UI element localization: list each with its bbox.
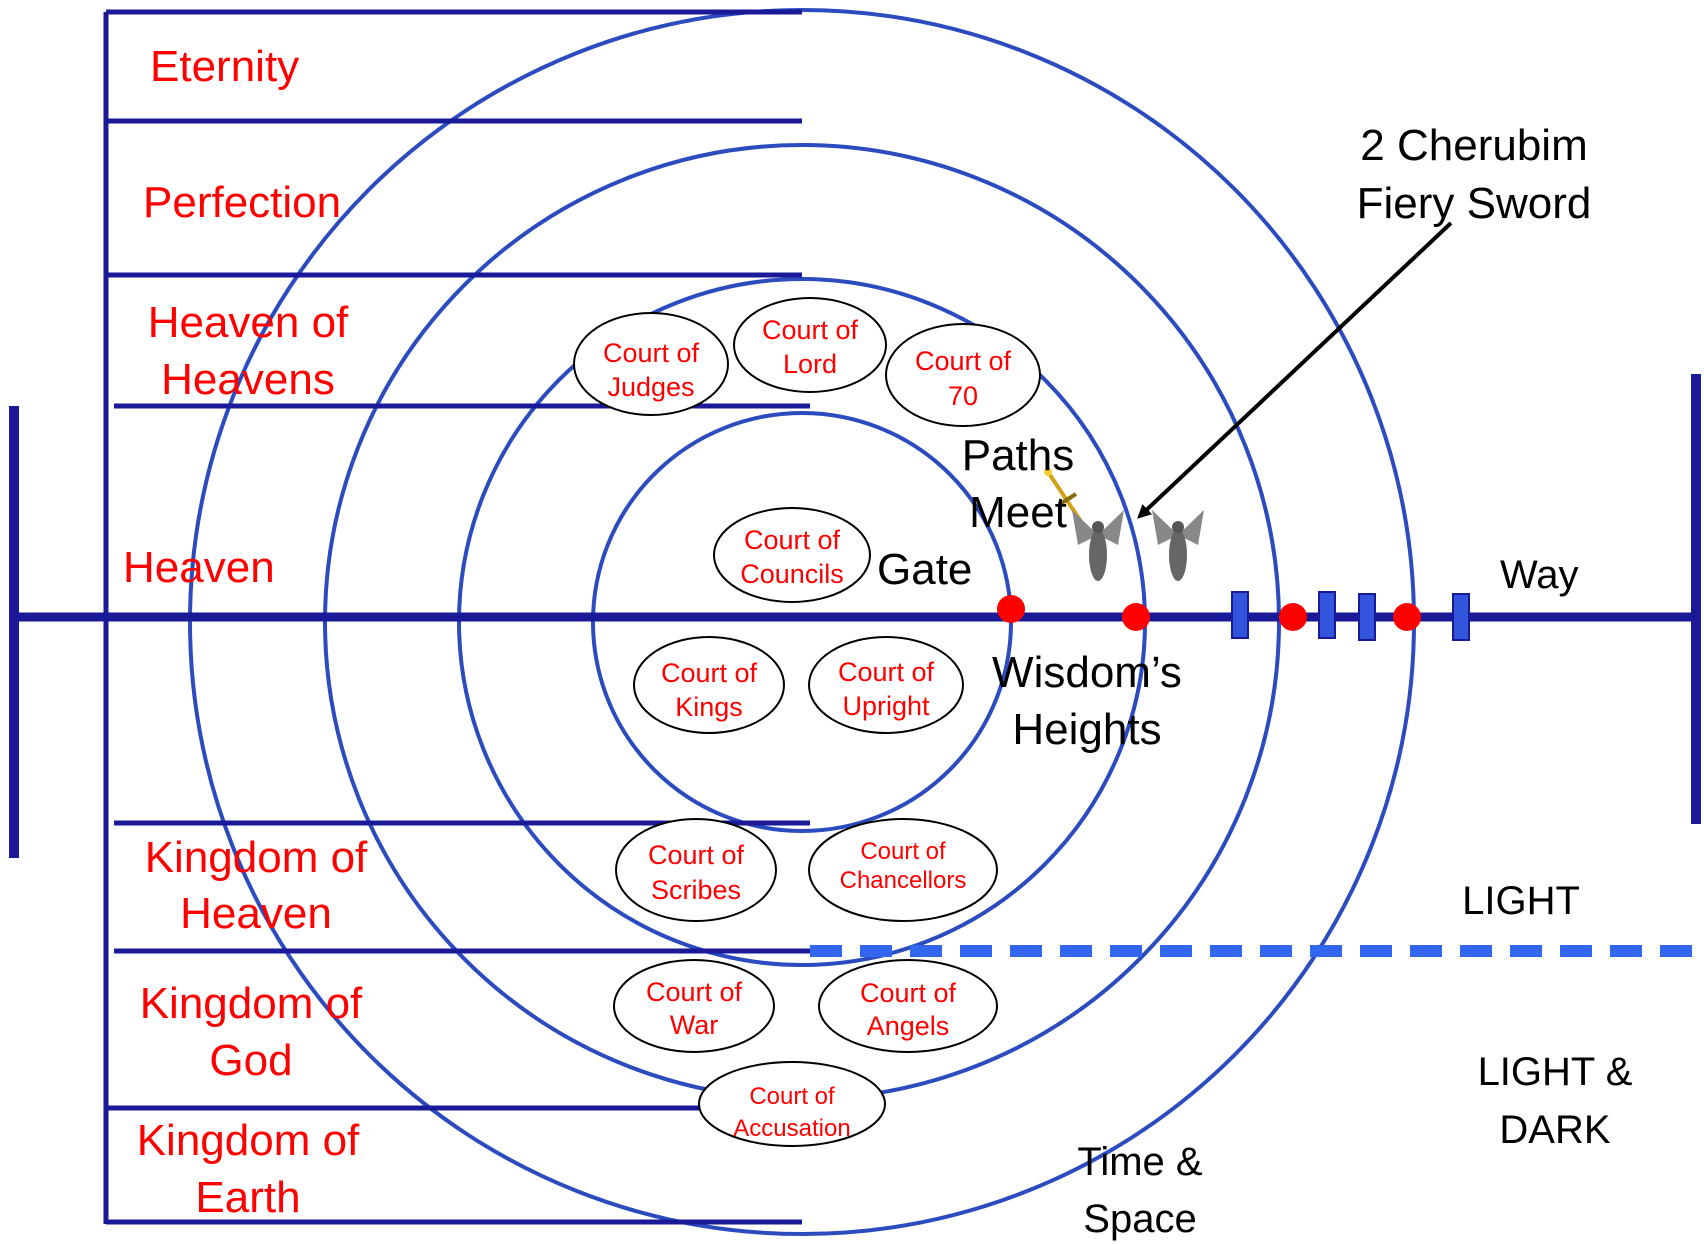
light-dark-line1: LIGHT & xyxy=(1478,1050,1633,1094)
realm-kingdom-of-earth-line1: Kingdom of xyxy=(137,1116,360,1165)
svg-text:Upright: Upright xyxy=(842,691,930,721)
svg-text:Court of: Court of xyxy=(762,315,859,345)
court-70: Court of 70 xyxy=(885,323,1041,427)
court-war: Court of War xyxy=(613,959,775,1053)
svg-text:Court of: Court of xyxy=(661,658,758,688)
realm-heaven-of-heavens-line2: Heavens xyxy=(161,355,335,404)
cherubim-dot xyxy=(1122,603,1150,631)
paths-meet-line1: Paths xyxy=(962,431,1075,480)
inner-ring xyxy=(591,411,1013,833)
court-accusation: Court of Accusation xyxy=(698,1061,886,1147)
cherubim-arrow xyxy=(1137,221,1453,519)
realm-heaven: Heaven xyxy=(123,543,275,592)
realm-kingdom-of-earth-line2: Earth xyxy=(195,1173,300,1222)
gate-dot xyxy=(997,595,1025,623)
court-judges: Court of Judges xyxy=(573,312,729,416)
svg-text:Court of: Court of xyxy=(744,525,841,555)
svg-text:Court of: Court of xyxy=(646,977,743,1007)
svg-text:Chancellors: Chancellors xyxy=(840,867,967,894)
cherubim-label-line1: 2 Cherubim xyxy=(1360,121,1587,170)
way-marker-block xyxy=(1452,593,1470,641)
realm-heaven-of-heavens-line1: Heaven of xyxy=(148,298,349,347)
realm-kingdom-of-heaven-line2: Heaven xyxy=(180,889,332,938)
court-angels: Court of Angels xyxy=(818,959,998,1053)
cherubim-label-line2: Fiery Sword xyxy=(1357,179,1592,228)
outer-ring xyxy=(188,8,1416,1236)
court-upright: Court of Upright xyxy=(808,636,964,734)
svg-text:Court of: Court of xyxy=(838,657,935,687)
way-marker-block xyxy=(1358,593,1376,641)
realm-perfection: Perfection xyxy=(143,178,341,227)
court-lord: Court of Lord xyxy=(733,297,887,393)
way-dot xyxy=(1393,603,1421,631)
realm-kingdom-of-heaven-line1: Kingdom of xyxy=(145,833,368,882)
paths-meet-line2: Meet xyxy=(969,488,1067,537)
court-kings: Court of Kings xyxy=(633,636,785,734)
svg-text:Court of: Court of xyxy=(915,346,1012,376)
cherub-icon xyxy=(1072,510,1124,581)
realm-eternity: Eternity xyxy=(150,42,299,91)
svg-text:Court of: Court of xyxy=(648,840,745,870)
way-marker-block xyxy=(1318,591,1336,639)
svg-text:Court of: Court of xyxy=(860,978,957,1008)
court-councils: Court of Councils xyxy=(713,507,871,603)
court-chancellors: Court of Chancellors xyxy=(808,818,998,922)
svg-text:Accusation: Accusation xyxy=(733,1115,850,1142)
realm-kingdom-of-god-line1: Kingdom of xyxy=(140,979,363,1028)
wisdoms-heights-line1: Wisdom’s xyxy=(992,648,1182,697)
svg-text:Scribes: Scribes xyxy=(651,875,741,905)
way-dot xyxy=(1279,603,1307,631)
svg-text:Kings: Kings xyxy=(675,692,743,722)
court-scribes: Court of Scribes xyxy=(615,818,777,922)
light-label: LIGHT xyxy=(1462,879,1580,923)
time-space-line1: Time & xyxy=(1077,1140,1203,1184)
svg-text:Court of: Court of xyxy=(603,338,700,368)
way-label: Way xyxy=(1500,553,1579,597)
gate-label: Gate xyxy=(877,545,972,594)
realm-kingdom-of-god-line2: God xyxy=(209,1036,292,1085)
time-space-line2: Space xyxy=(1083,1197,1196,1241)
way-marker-block xyxy=(1231,591,1249,639)
svg-text:War: War xyxy=(670,1010,719,1040)
svg-text:Councils: Councils xyxy=(740,559,844,589)
svg-text:Lord: Lord xyxy=(783,349,837,379)
svg-text:Judges: Judges xyxy=(607,372,694,402)
svg-text:Court of: Court of xyxy=(860,838,946,865)
svg-text:Angels: Angels xyxy=(867,1011,950,1041)
light-dark-line2: DARK xyxy=(1499,1108,1610,1152)
svg-text:70: 70 xyxy=(948,381,978,411)
cherub-icon xyxy=(1152,510,1204,581)
wisdoms-heights-line2: Heights xyxy=(1012,705,1161,754)
svg-text:Court of: Court of xyxy=(749,1083,835,1110)
